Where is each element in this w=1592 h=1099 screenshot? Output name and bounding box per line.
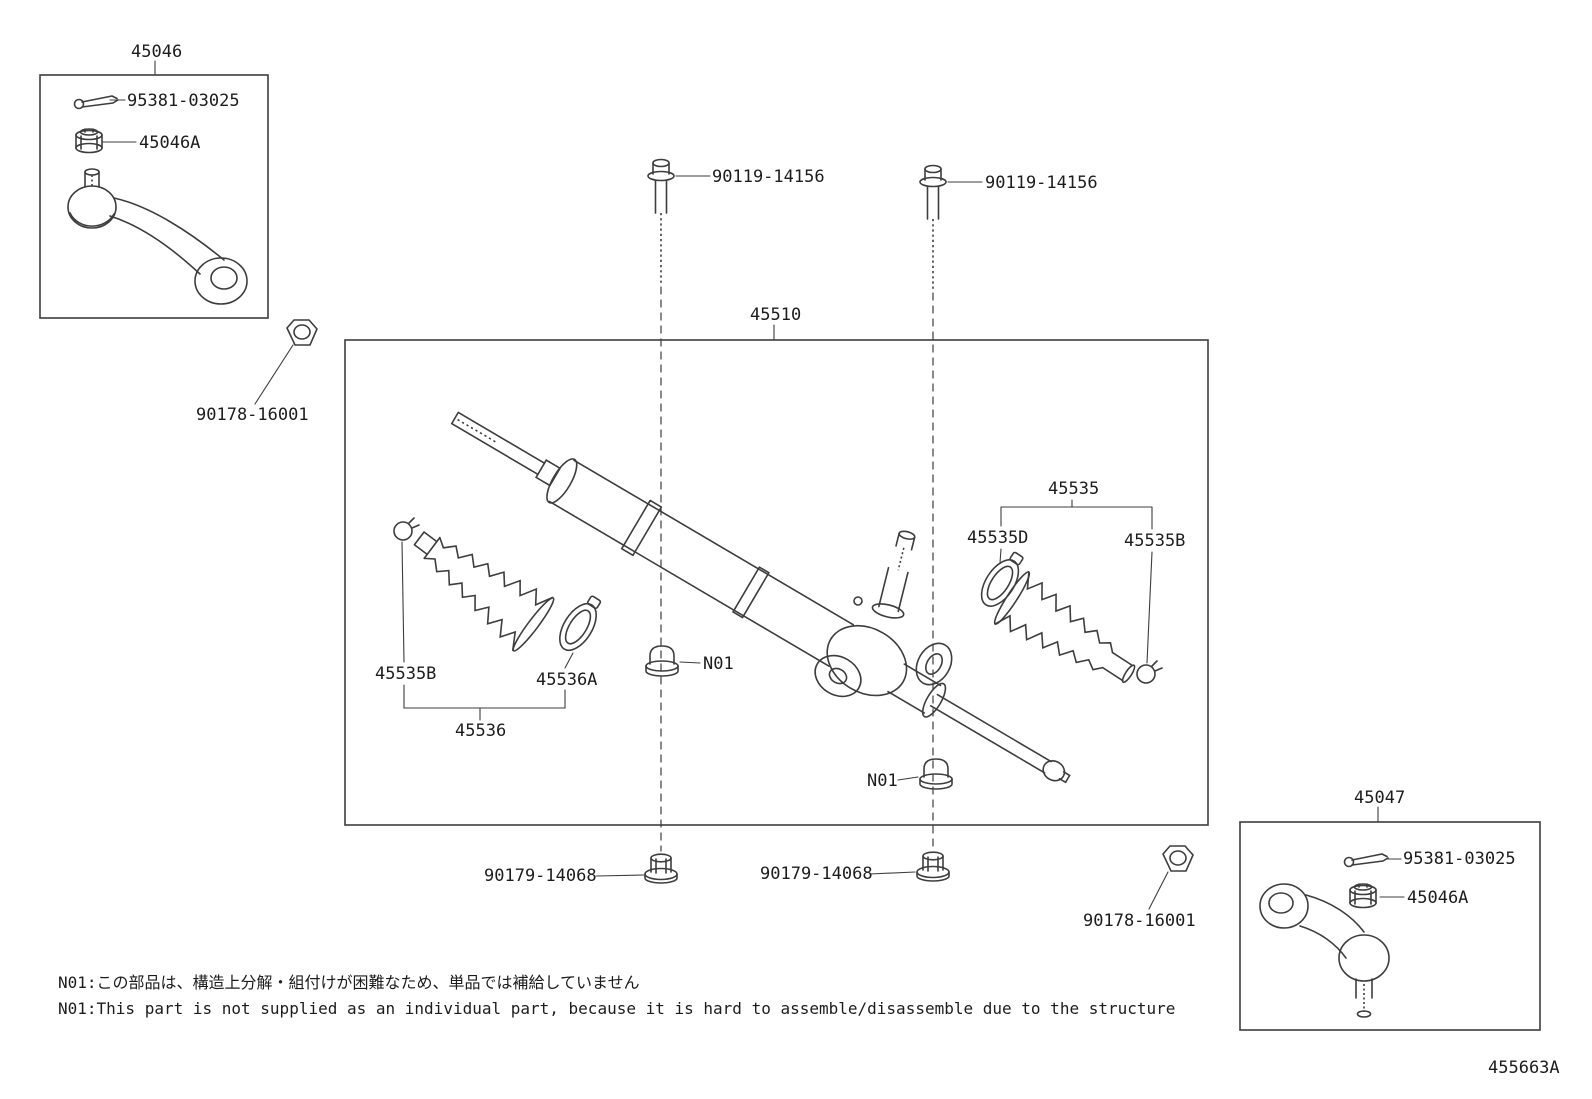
grommet-icon-left — [645, 645, 679, 677]
callout-grommet-left: N01 — [703, 654, 734, 674]
boot-left-drawing — [413, 531, 555, 652]
castle-nut-icon-right — [1349, 883, 1377, 909]
callout-boot-clamp-left-small: 45535B — [375, 664, 437, 684]
flange-nut-icon-left — [644, 853, 678, 884]
cotter-pin-icon-left — [73, 95, 119, 110]
tie-rod-end-left-drawing — [67, 168, 248, 305]
callout-boot-clamp-right-band: 45535D — [967, 528, 1029, 548]
callout-castle-nut-right: 45046A — [1407, 888, 1469, 908]
note-english: N01:This part is not supplied as an indi… — [58, 999, 1176, 1018]
steering-rack-drawing — [450, 411, 1071, 784]
box-45047 — [1239, 821, 1541, 1031]
box-45046 — [39, 74, 269, 319]
callout-boot-right-assy: 45535 — [1048, 479, 1100, 499]
callout-bolt-right: 90119-14156 — [985, 173, 1098, 193]
castle-nut-icon-left — [75, 128, 103, 154]
leader-lines — [102, 60, 1405, 910]
callout-boot-clamp-left-band: 45536A — [536, 670, 598, 690]
callout-castle-nut-left: 45046A — [139, 133, 201, 153]
lock-nut-icon-left — [286, 319, 318, 346]
bolt-icon-right — [919, 164, 947, 292]
callout-boot-left: 45536 — [455, 721, 507, 741]
box-title-45510: 45510 — [750, 305, 802, 325]
cotter-pin-icon-right — [1343, 853, 1389, 868]
boot-clamp-ring-right — [1136, 660, 1163, 684]
boot-band-clamp-right — [973, 546, 1032, 614]
box-title-45046: 45046 — [131, 42, 183, 62]
callout-grommet-right: N01 — [867, 771, 898, 791]
callout-lock-nut-right: 90178-16001 — [1083, 911, 1196, 931]
lock-nut-icon-right — [1162, 845, 1194, 872]
callout-cotter-left: 95381-03025 — [127, 91, 240, 111]
box-45510 — [344, 339, 1209, 826]
callout-boot-clamp-right-small: 45535B — [1124, 531, 1186, 551]
boot-right-drawing — [993, 571, 1136, 684]
frame-boxes — [39, 74, 1541, 1031]
callout-cotter-right: 95381-03025 — [1403, 849, 1516, 869]
grommet-icon-right — [919, 758, 953, 790]
box-title-45047: 45047 — [1354, 788, 1406, 808]
callout-bolt-left: 90119-14156 — [712, 167, 825, 187]
bolt-axis-lines — [660, 286, 934, 852]
note-japanese: N01:この部品は、構造上分解・組付けが困難なため、単品では補給していません — [58, 973, 640, 992]
bolt-icon-left — [647, 158, 675, 286]
callout-flange-nut-left: 90179-14068 — [484, 866, 597, 886]
diagram-code: 455663A — [1488, 1058, 1560, 1078]
callout-lock-nut-left: 90178-16001 — [196, 405, 309, 425]
boot-band-clamp-left — [551, 589, 609, 658]
boot-clamp-ring-left — [393, 517, 420, 541]
flange-nut-icon-right — [916, 851, 950, 882]
tie-rod-end-right-drawing — [1259, 883, 1390, 1018]
callout-flange-nut-right: 90179-14068 — [760, 864, 873, 884]
